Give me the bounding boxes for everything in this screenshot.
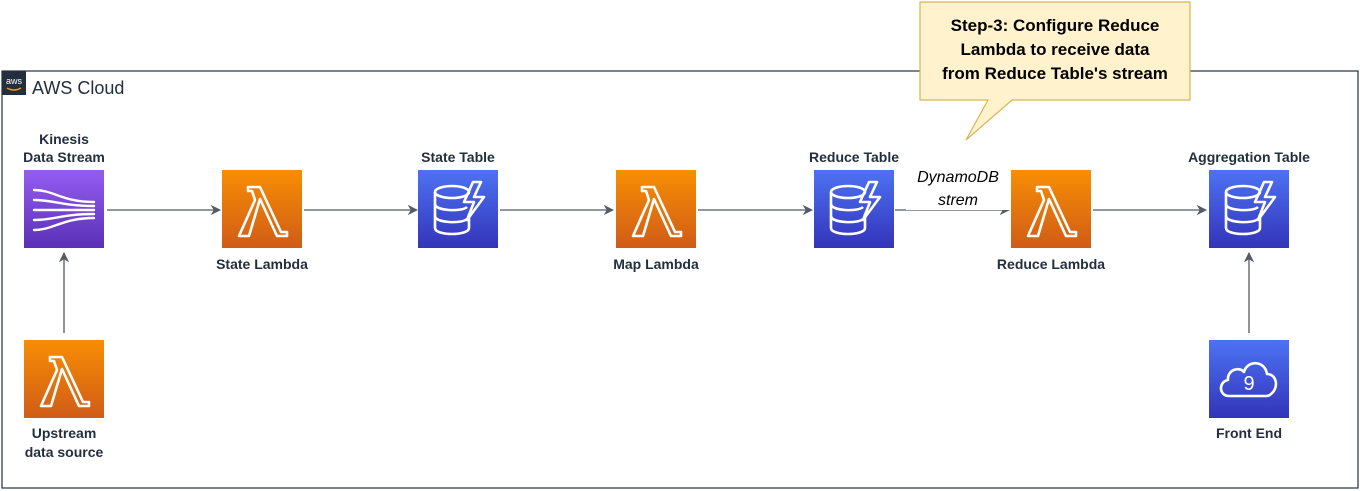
node-kinesis-data-stream: Kinesis Data Stream — [23, 131, 105, 248]
cloud9-icon: 9 — [1209, 340, 1289, 418]
upstream-label-line-1: Upstream — [32, 425, 97, 441]
map-lambda-label: Map Lambda — [613, 256, 699, 272]
lambda-icon — [24, 340, 104, 418]
kinesis-label-line-1: Kinesis — [39, 131, 89, 147]
dynamodb-icon — [814, 170, 894, 248]
state-table-label: State Table — [421, 149, 495, 165]
aggregation-table-label: Aggregation Table — [1188, 149, 1310, 165]
kinesis-label-line-2: Data Stream — [23, 149, 105, 165]
state-lambda-label: State Lambda — [216, 256, 308, 272]
dynamodb-icon — [1209, 170, 1289, 248]
upstream-label-line-2: data source — [25, 444, 104, 460]
aws-cloud-label: AWS Cloud — [32, 78, 124, 98]
callout-line-1: Step-3: Configure Reduce — [951, 16, 1160, 35]
cloud9-badge: 9 — [1243, 373, 1254, 395]
node-reduce-table: Reduce Table — [809, 149, 899, 248]
node-state-table: State Table — [418, 149, 498, 248]
aws-logo-icon — [2, 71, 26, 95]
lambda-icon — [222, 170, 302, 248]
aws-logo-text: aws — [6, 76, 23, 86]
aws-cloud-border — [1, 70, 1359, 489]
node-front-end: 9 Front End — [1209, 340, 1289, 441]
lambda-icon — [1011, 170, 1091, 248]
node-aggregation-table: Aggregation Table — [1188, 149, 1310, 248]
callout-line-2: Lambda to receive data — [961, 40, 1151, 59]
dynamodb-icon — [418, 170, 498, 248]
node-reduce-lambda: Reduce Lambda — [997, 170, 1105, 272]
lambda-icon — [616, 170, 696, 248]
step-callout: Step-3: Configure Reduce Lambda to recei… — [919, 1, 1191, 141]
reduce-table-label: Reduce Table — [809, 149, 899, 165]
aws-smile-icon — [6, 87, 22, 91]
node-map-lambda: Map Lambda — [613, 170, 699, 272]
front-end-label: Front End — [1216, 425, 1282, 441]
edge-label-bg — [906, 164, 1010, 210]
aws-cloud-group: aws AWS Cloud — [1, 70, 1359, 489]
callout-bubble — [919, 1, 1191, 141]
node-upstream-data-source: Upstream data source — [24, 340, 104, 460]
edge-label-line-1: DynamoDB — [917, 169, 999, 186]
reduce-lambda-label: Reduce Lambda — [997, 256, 1105, 272]
node-state-lambda: State Lambda — [216, 170, 308, 272]
callout-line-3: from Reduce Table's stream — [942, 64, 1168, 83]
edge-label-line-2: strem — [938, 192, 978, 209]
kinesis-data-streams-icon — [24, 170, 104, 248]
